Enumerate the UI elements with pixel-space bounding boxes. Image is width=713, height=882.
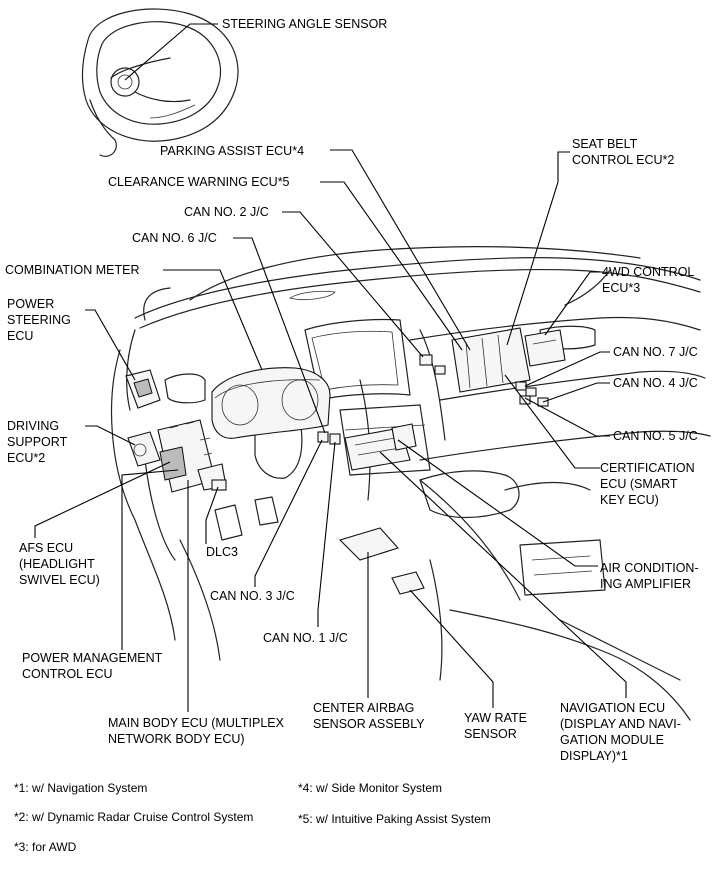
label-steering-angle-sensor: STEERING ANGLE SENSOR — [222, 17, 388, 31]
footnote-2: *2: w/ Dynamic Radar Cruise Control Syst… — [14, 810, 254, 824]
label-air-conditioning-amplifier: AIR CONDITION- ING AMPLIFIER — [600, 561, 699, 591]
label-can-no5-jc: CAN NO. 5 J/C — [613, 429, 698, 443]
dlc3-connector-illustration — [211, 479, 227, 491]
label-can-no6-jc: CAN NO. 6 J/C — [132, 231, 217, 245]
can-junction-connectors-illustration — [317, 354, 446, 445]
right-ecu-cluster-illustration — [451, 327, 566, 393]
label-seat-belt-control-ecu: SEAT BELT CONTROL ECU*2 — [572, 137, 675, 167]
label-can-no1-jc: CAN NO. 1 J/C — [263, 631, 348, 645]
label-can-no3-jc: CAN NO. 3 J/C — [210, 589, 295, 603]
yaw-rate-sensor-illustration — [391, 571, 425, 595]
label-yaw-rate-sensor: YAW RATE SENSOR — [464, 711, 527, 741]
label-can-no4-jc: CAN NO. 4 J/C — [613, 376, 698, 390]
footnote-1: *1: w/ Navigation System — [14, 781, 148, 795]
leader-lines — [34, 23, 627, 712]
label-can-no2-jc: CAN NO. 2 J/C — [184, 205, 269, 219]
label-navigation-ecu: NAVIGATION ECU (DISPLAY AND NAVI- GATION… — [560, 701, 681, 763]
combination-meter-illustration — [211, 367, 331, 439]
footnote-4: *4: w/ Side Monitor System — [298, 781, 443, 795]
label-4wd-control-ecu: 4WD CONTROL ECU*3 — [602, 265, 695, 295]
label-dlc3: DLC3 — [206, 545, 238, 559]
steering-wheel-illustration — [81, 8, 239, 157]
label-parking-assist-ecu: PARKING ASSIST ECU*4 — [160, 144, 305, 158]
label-combination-meter: COMBINATION METER — [5, 263, 140, 277]
power-steering-ecu-illustration — [125, 369, 161, 409]
footnote-5: *5: w/ Intuitive Paking Assist System — [298, 812, 491, 826]
label-center-airbag-sensor: CENTER AIRBAG SENSOR ASSEBLY — [313, 701, 425, 731]
label-power-steering-ecu: POWER STEERING ECU — [7, 297, 71, 343]
driving-support-ecu-illustration — [127, 431, 161, 467]
label-main-body-ecu: MAIN BODY ECU (MULTIPLEX NETWORK BODY EC… — [108, 716, 284, 746]
label-driving-support-ecu: DRIVING SUPPORT ECU*2 — [7, 419, 68, 465]
navigation-ecu-illustration — [344, 423, 417, 471]
label-certification-ecu: CERTIFICATION ECU (SMART KEY ECU) — [600, 461, 695, 507]
label-clearance-warning-ecu: CLEARANCE WARNING ECU*5 — [108, 175, 290, 189]
label-afs-ecu: AFS ECU (HEADLIGHT SWIVEL ECU) — [19, 541, 100, 587]
center-airbag-sensor-illustration — [338, 527, 399, 561]
label-can-no7-jc: CAN NO. 7 J/C — [613, 345, 698, 359]
footnote-3: *3: for AWD — [14, 840, 77, 854]
label-power-management-control-ecu: POWER MANAGEMENT CONTROL ECU — [22, 651, 163, 681]
left-ecu-cluster-illustration — [157, 419, 227, 493]
